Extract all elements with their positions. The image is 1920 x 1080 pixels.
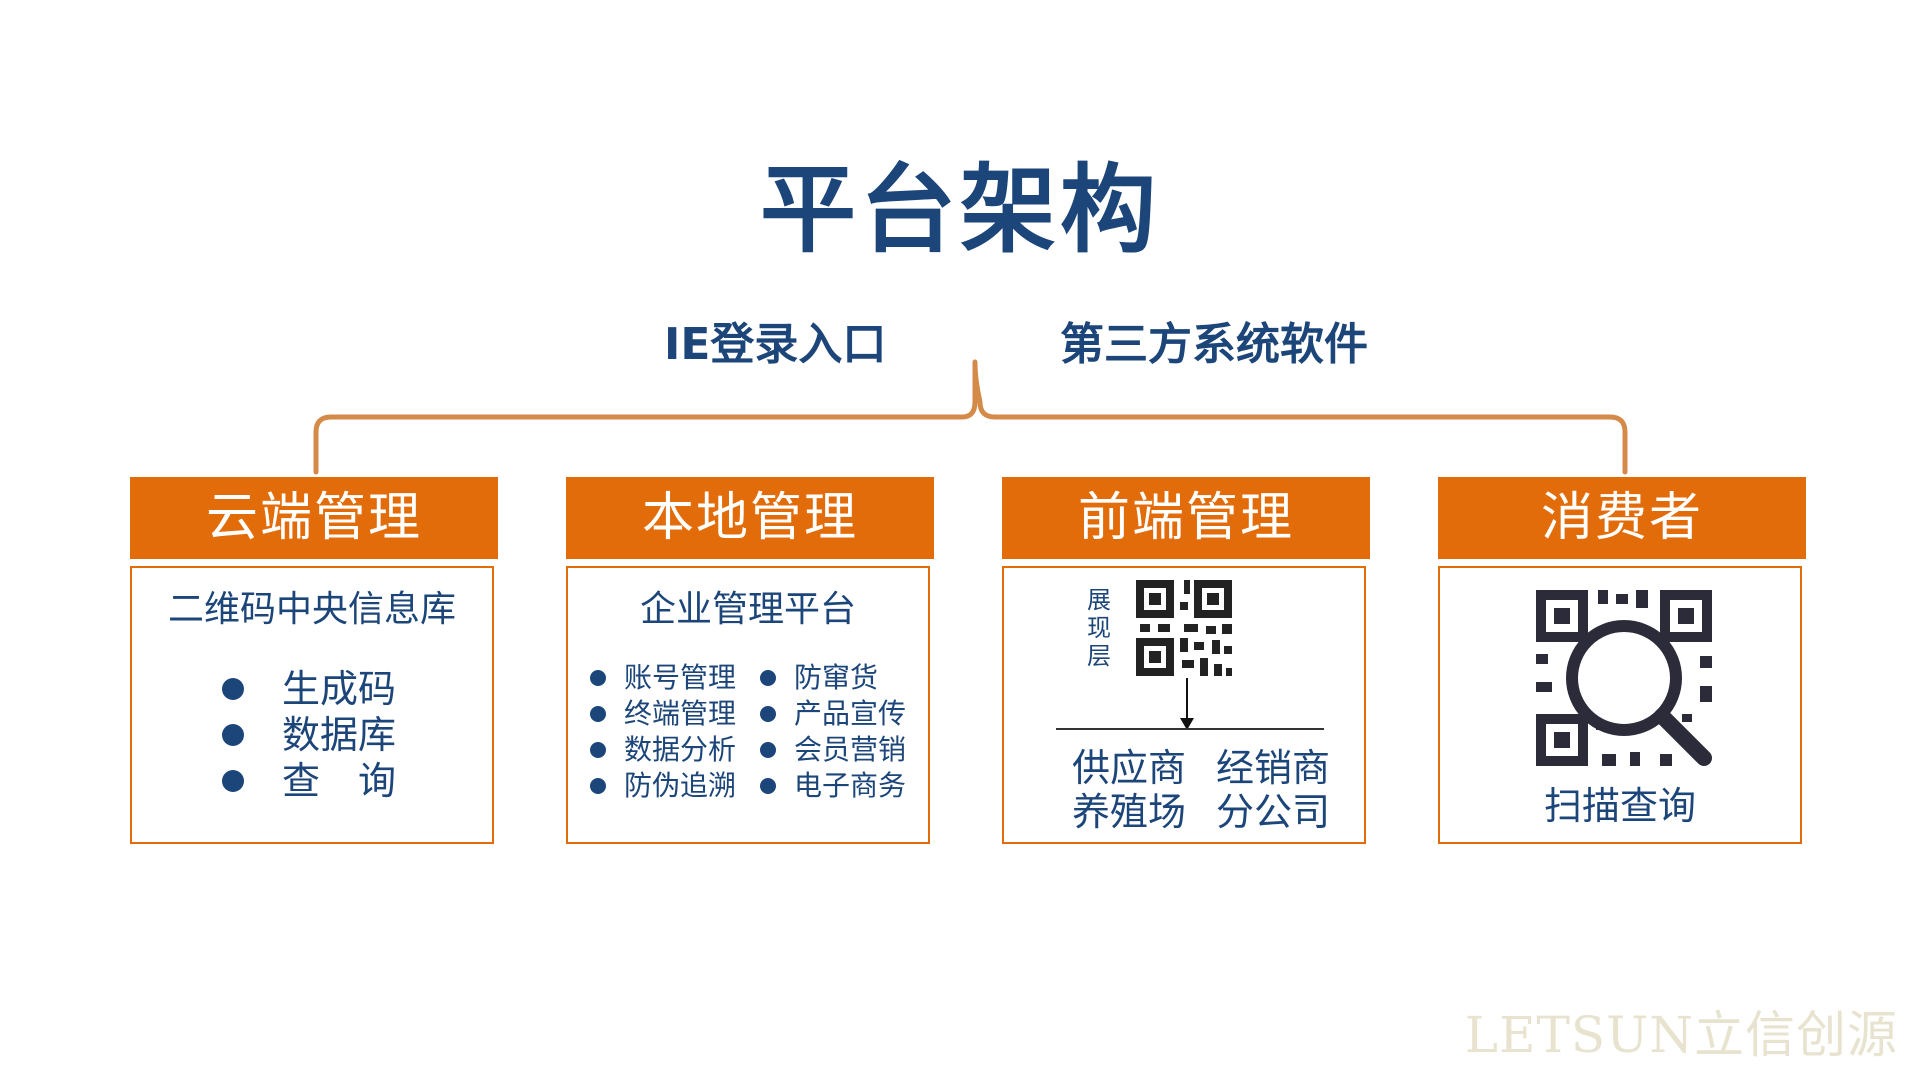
qr-code-icon — [1136, 580, 1232, 676]
list-item: 终端管理 — [590, 696, 736, 732]
arrow-line — [1186, 678, 1188, 722]
logo-latin: LETSUN — [1464, 1006, 1694, 1064]
bullet-icon — [760, 778, 776, 794]
page-title: 平台架构 — [760, 154, 1160, 266]
qr-magnifier-icon — [1536, 590, 1712, 766]
scan-query-label: 扫描查询 — [1543, 784, 1696, 828]
consumer-box: 扫描查询 — [1438, 566, 1802, 844]
bullet-icon — [590, 670, 606, 686]
list-item: 数据库 — [222, 712, 396, 758]
party-farm: 养殖场 — [1072, 790, 1187, 834]
list-item: 账号管理 — [590, 660, 736, 696]
list-item: 电子商务 — [760, 768, 906, 804]
list-item: 防伪追溯 — [590, 768, 736, 804]
cloud-subtitle: 二维码中央信息库 — [167, 589, 456, 630]
divider — [1056, 728, 1324, 730]
bullet-icon — [590, 742, 606, 758]
bullet-icon — [222, 770, 244, 792]
cloud-management-box: 二维码中央信息库 生成码 数据库 查 询 — [130, 566, 494, 844]
third-party-software-entry: 第三方系统软件 — [1060, 319, 1368, 370]
party-branch: 分公司 — [1216, 790, 1331, 834]
bullet-icon — [590, 706, 606, 722]
ie-login-entry: IE登录入口 — [664, 319, 887, 370]
cloud-feature-list: 生成码 数据库 查 询 — [222, 666, 396, 804]
local-subtitle: 企业管理平台 — [639, 589, 856, 630]
list-item: 产品宣传 — [760, 696, 906, 732]
logo-chinese: 立信创源 — [1694, 1006, 1898, 1064]
bullet-icon — [222, 678, 244, 700]
presentation-layer-label: 展现层 — [1087, 586, 1111, 670]
list-item: 会员营销 — [760, 732, 906, 768]
local-management-header: 本地管理 — [566, 477, 934, 559]
cloud-management-header: 云端管理 — [130, 477, 498, 559]
list-item: 防窜货 — [760, 660, 906, 696]
bullet-icon — [222, 724, 244, 746]
frontend-management-box: 展现层 供应商 经销商 养殖场 分公司 — [1002, 566, 1366, 844]
local-feature-list-left: 账号管理 终端管理 数据分析 防伪追溯 — [590, 660, 736, 804]
list-item: 查 询 — [222, 758, 396, 804]
arrow-down-icon — [1180, 718, 1194, 730]
consumer-header: 消费者 — [1438, 477, 1806, 559]
bullet-icon — [760, 670, 776, 686]
party-supplier: 供应商 — [1072, 746, 1187, 790]
list-item: 生成码 — [222, 666, 396, 712]
frontend-management-header: 前端管理 — [1002, 477, 1370, 559]
local-management-box: 企业管理平台 账号管理 终端管理 数据分析 防伪追溯 防窜货 产品宣传 会员营销… — [566, 566, 930, 844]
bullet-icon — [760, 706, 776, 722]
bullet-icon — [590, 778, 606, 794]
local-feature-list-right: 防窜货 产品宣传 会员营销 电子商务 — [760, 660, 906, 804]
list-item: 数据分析 — [590, 732, 736, 768]
party-distributor: 经销商 — [1216, 746, 1331, 790]
company-logo: LETSUN立信创源 — [1465, 1005, 1898, 1065]
bullet-icon — [760, 742, 776, 758]
